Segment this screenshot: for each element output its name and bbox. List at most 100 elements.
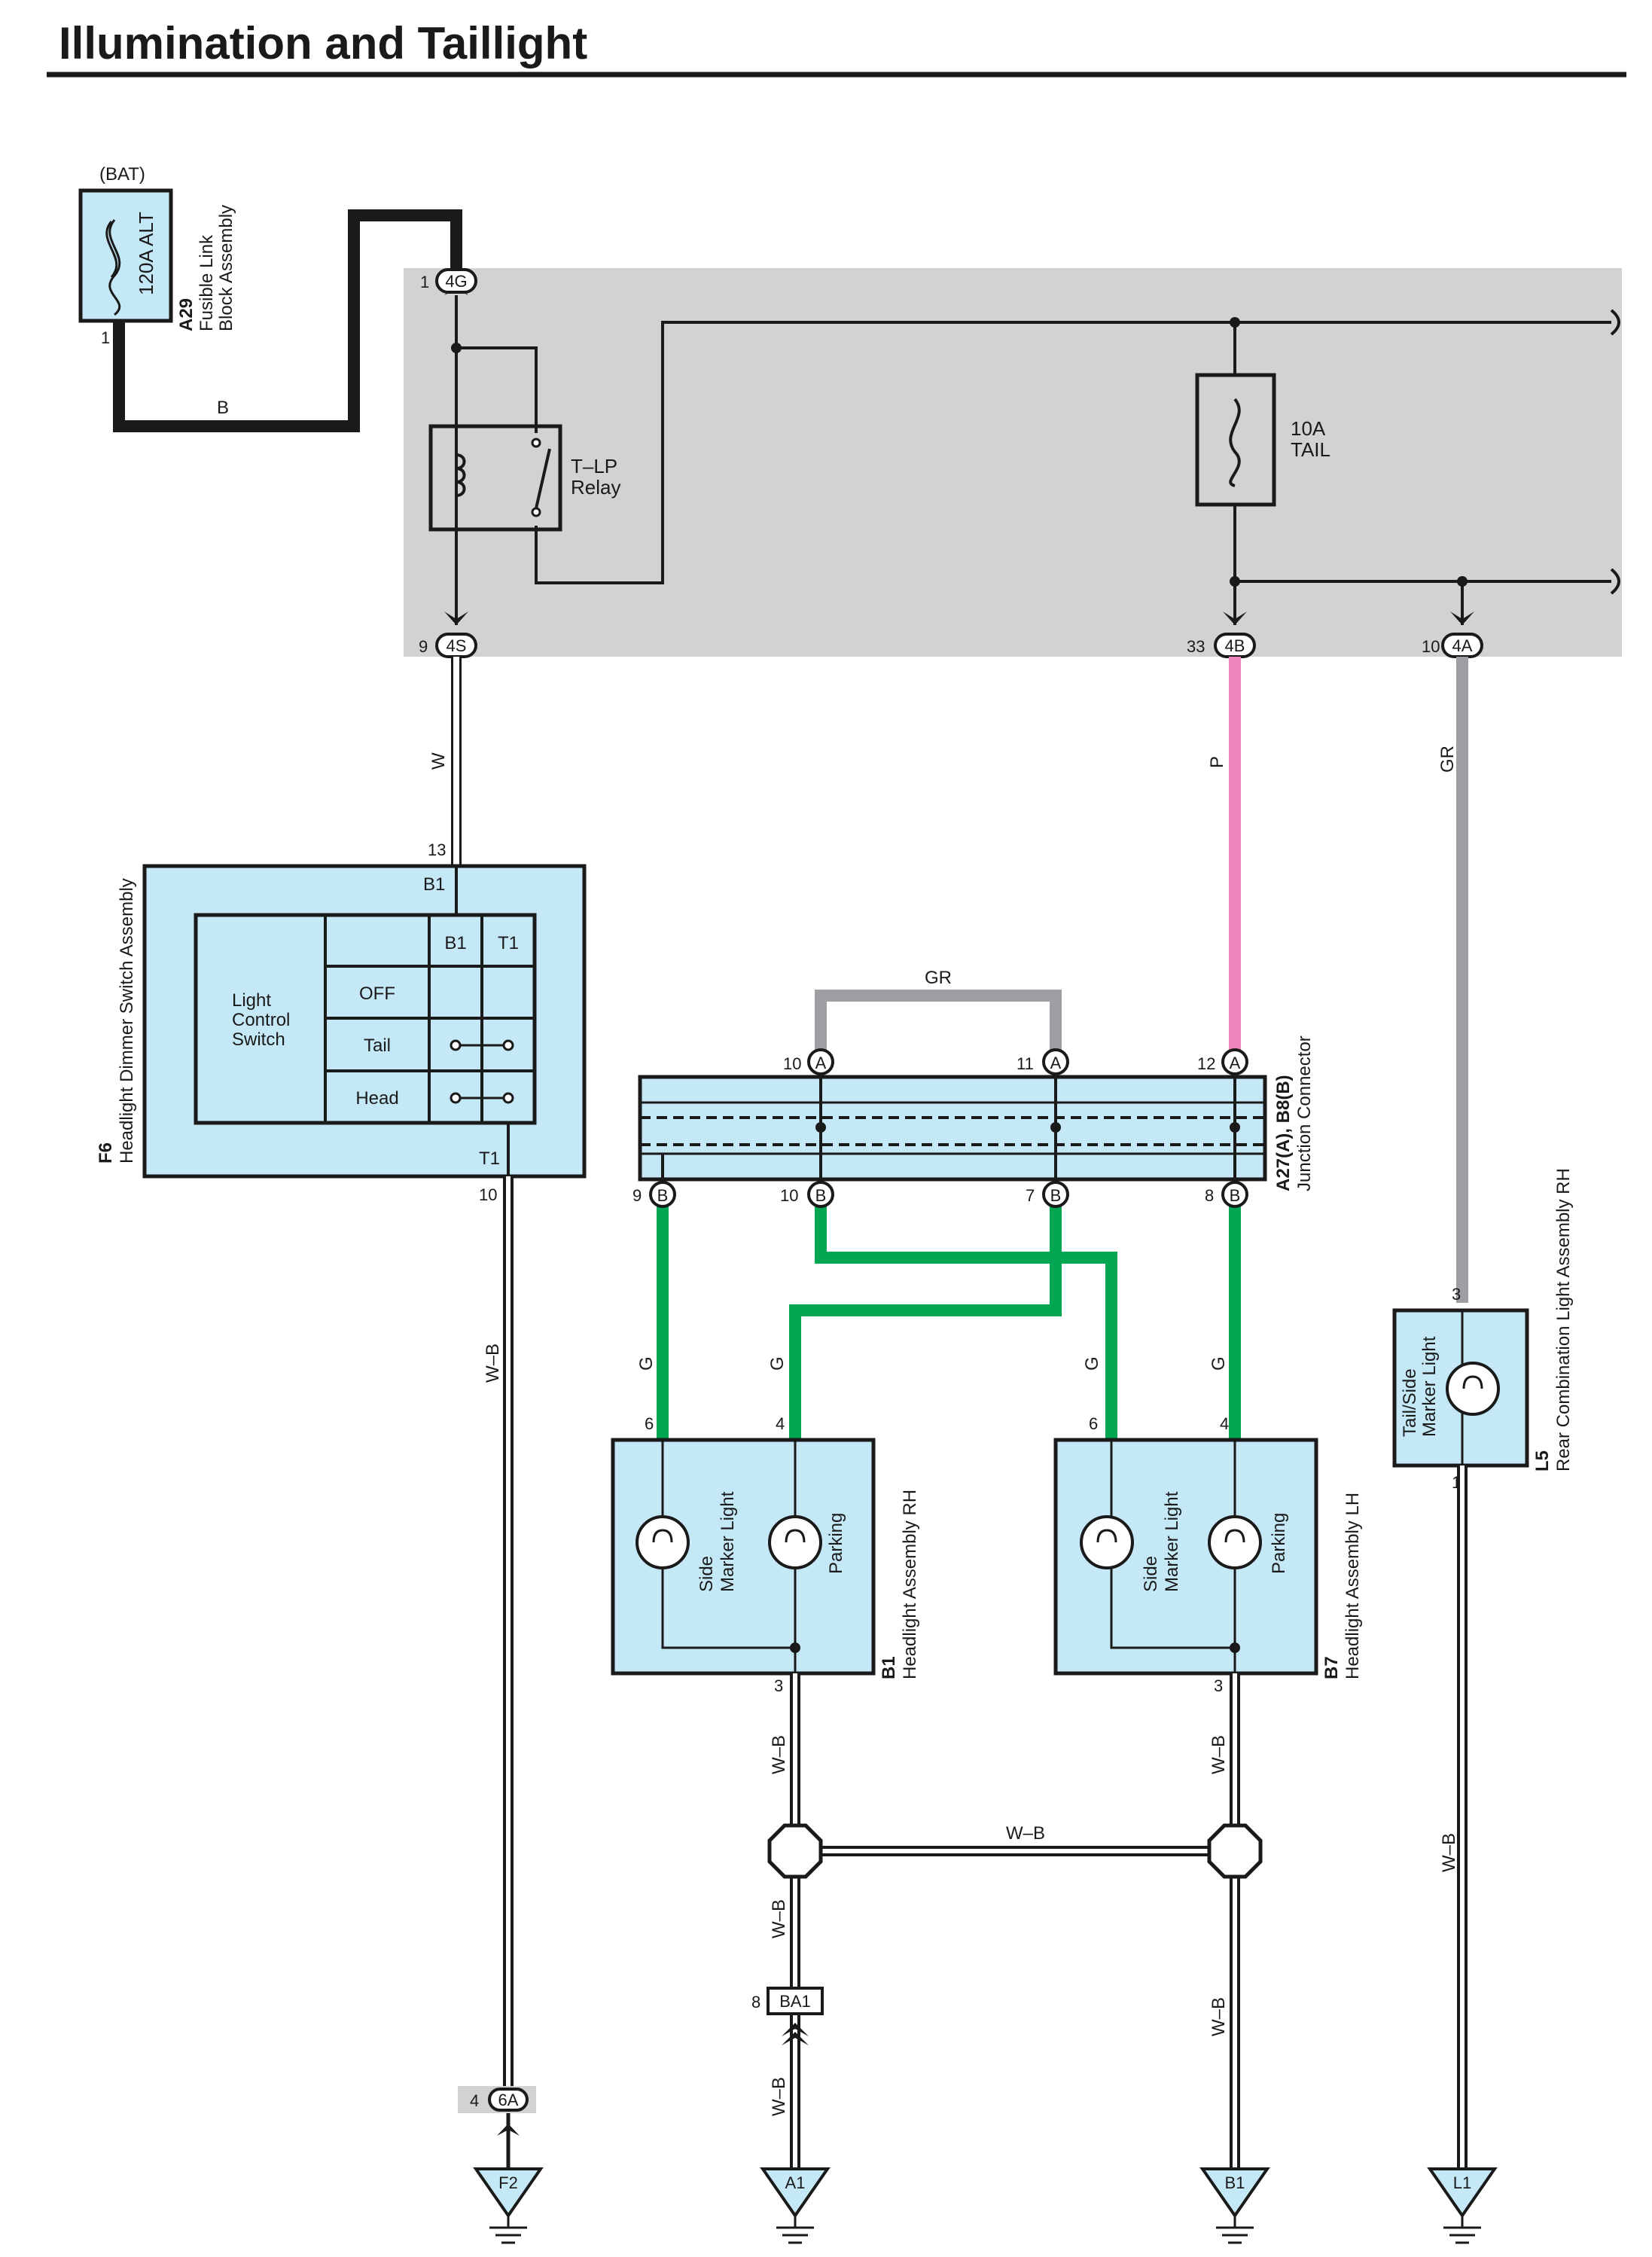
svg-text:4G: 4G <box>445 272 467 291</box>
headlight-assembly-lh: 6 4 Side Marker Light Parking 3 B7 Headl… <box>1053 1414 1363 1696</box>
wire-w-label: W <box>428 752 449 770</box>
headlight-lh-name: Headlight Assembly LH <box>1343 1493 1363 1679</box>
svg-text:A: A <box>1050 1054 1062 1072</box>
junction-pin-a12: A 12 <box>1197 1048 1248 1075</box>
svg-text:12: 12 <box>1197 1054 1215 1073</box>
fuse-icon <box>108 219 121 316</box>
switch-title-1: Light <box>232 990 271 1011</box>
switch-title-3: Switch <box>232 1029 285 1050</box>
relay-coil-icon <box>456 453 466 497</box>
svg-text:6A: 6A <box>498 2091 519 2109</box>
fusible-name-1: Fusible Link <box>197 234 217 331</box>
fusible-link-block: (BAT) 120A ALT A29 Fusible Link Block As… <box>78 164 236 347</box>
wire-b-label: B <box>217 398 229 418</box>
wire-wb-label-4: W–B <box>769 1899 789 1938</box>
fuse-rating: 10A <box>1291 417 1326 440</box>
svg-text:A: A <box>815 1054 827 1072</box>
wire-wb-label-2: W–B <box>1209 1735 1229 1774</box>
svg-text:9: 9 <box>419 637 428 656</box>
fusible-pin: 1 <box>101 328 110 347</box>
svg-text:6: 6 <box>1089 1414 1098 1433</box>
wire-gr-jumper <box>815 990 1062 1058</box>
splice-point <box>767 1823 823 1879</box>
svg-text:8: 8 <box>1205 1186 1214 1205</box>
connector-arrow <box>782 2023 809 2036</box>
svg-text:Marker Light: Marker Light <box>1162 1491 1182 1592</box>
wire-wb-label-3: W–B <box>1006 1823 1045 1844</box>
switch-row-head: Head <box>355 1088 398 1109</box>
relay-name-1: T–LP <box>571 455 617 477</box>
bulb-icon <box>636 1515 690 1569</box>
wire-wb-label-7: W–B <box>1439 1833 1459 1872</box>
svg-text:Side: Side <box>1141 1556 1161 1592</box>
svg-text:4: 4 <box>470 2091 479 2110</box>
svg-text:4A: 4A <box>1452 636 1473 655</box>
fusible-rating: 120A ALT <box>135 212 157 295</box>
svg-text:8: 8 <box>751 1993 760 2011</box>
svg-text:9: 9 <box>632 1186 642 1205</box>
connector-ba1: BA1 8 <box>751 1987 824 2015</box>
svg-text:10: 10 <box>780 1186 798 1205</box>
svg-text:7: 7 <box>1026 1186 1035 1205</box>
connector-4b: 4B 33 <box>1187 633 1256 658</box>
connector-4g: 4G 1 <box>420 268 477 294</box>
junction-pin-b8: B 8 <box>1205 1181 1248 1208</box>
connector-6a: 6A 4 <box>458 2086 536 2113</box>
dimmer-code: F6 <box>96 1142 116 1164</box>
splice-point <box>1207 1823 1263 1879</box>
wire-wb-dimmer-label: W–B <box>483 1344 503 1383</box>
wire-g-label-4: G <box>1209 1356 1229 1371</box>
svg-text:Marker Light: Marker Light <box>718 1491 738 1592</box>
wire-g-label-1: G <box>636 1356 657 1371</box>
bulb-icon <box>1208 1515 1262 1569</box>
svg-text:Parking: Parking <box>826 1513 846 1574</box>
fuse-icon <box>1229 398 1241 487</box>
junction-connector: A27(A), B8(B) Junction Connector <box>638 1035 1315 1191</box>
svg-text:10: 10 <box>1422 637 1440 656</box>
fuse-name: TAIL <box>1291 438 1330 461</box>
svg-text:A1: A1 <box>785 2173 806 2192</box>
switch-row-tail: Tail <box>364 1035 391 1056</box>
wire-gr-rear-label: GR <box>1437 746 1458 773</box>
svg-text:4: 4 <box>1220 1414 1229 1433</box>
junction-name: Junction Connector <box>1294 1035 1315 1191</box>
tlp-relay: T–LP Relay <box>428 424 620 532</box>
svg-text:F2: F2 <box>498 2173 518 2192</box>
connector-4s: 4S 9 <box>419 633 477 658</box>
relay-block-panel <box>404 268 1622 657</box>
svg-text:3: 3 <box>1452 1285 1461 1304</box>
dimmer-pin-b1: B1 <box>423 874 445 895</box>
fusible-name-2: Block Assembly <box>216 205 236 331</box>
svg-text:B: B <box>1230 1186 1241 1205</box>
wire-p-label: P <box>1207 756 1227 768</box>
svg-text:Tail/Side: Tail/Side <box>1400 1368 1420 1437</box>
ground-b1: B1 <box>1199 2167 1270 2244</box>
ground-a1: A1 <box>760 2167 831 2244</box>
dimmer-pin-t1: T1 <box>479 1148 500 1169</box>
bulb-icon <box>1080 1515 1134 1569</box>
svg-text:B: B <box>815 1186 827 1205</box>
relay-name-2: Relay <box>571 476 620 499</box>
svg-text:B: B <box>1050 1186 1062 1205</box>
wires-wb-ground <box>790 1466 1468 2169</box>
wire-wb-label-5: W–B <box>1209 1997 1229 2036</box>
ground-l1: L1 <box>1427 2167 1498 2244</box>
ground-f2: F2 <box>473 2167 544 2244</box>
svg-text:4B: 4B <box>1225 636 1245 655</box>
svg-text:3: 3 <box>774 1676 783 1695</box>
svg-text:BA1: BA1 <box>779 1992 811 2011</box>
dimmer-pin-bottom: 10 <box>479 1185 497 1204</box>
svg-text:B1: B1 <box>1225 2173 1245 2192</box>
page-title: Illumination and Taillight <box>59 18 587 69</box>
junction-pin-a11: A 11 <box>1016 1048 1069 1075</box>
wire-g-label-2: G <box>767 1356 788 1371</box>
junction-pin-b10: B 10 <box>780 1181 834 1208</box>
svg-text:Marker Light: Marker Light <box>1419 1336 1440 1437</box>
tail-fuse: 10A TAIL <box>1195 373 1330 507</box>
junction-pin-b7: B 7 <box>1026 1181 1069 1208</box>
svg-text:11: 11 <box>1016 1054 1034 1073</box>
svg-text:4: 4 <box>776 1414 785 1433</box>
connector-4a: 4A 10 <box>1422 633 1483 658</box>
dimmer-name: Headlight Dimmer Switch Assembly <box>117 878 137 1164</box>
